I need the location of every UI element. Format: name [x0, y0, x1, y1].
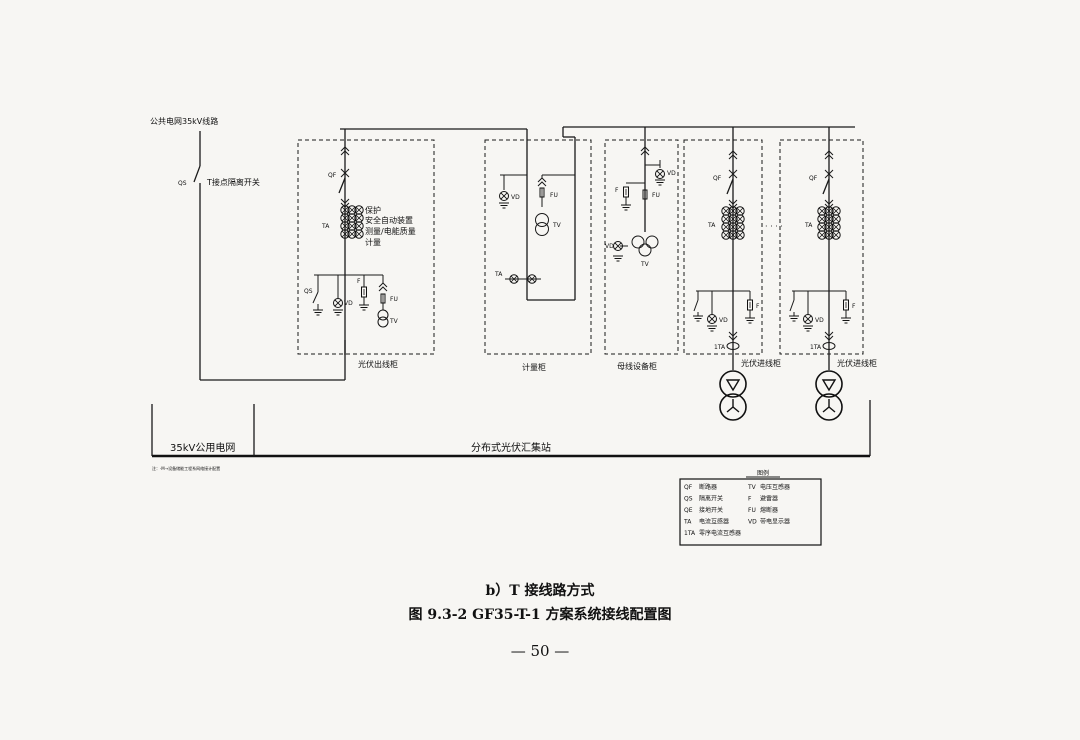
svg-text:F: F	[852, 303, 856, 310]
ct-label-measure: 测量/电能质量	[365, 226, 416, 236]
svg-text:QF: QF	[713, 175, 722, 182]
svg-text:TA: TA	[321, 223, 330, 230]
qs-tag: QS	[178, 180, 187, 187]
legend-symbol-desc: 电流互感器	[699, 518, 729, 526]
legend-symbol-code: TA	[683, 519, 692, 526]
cabinet-pv-in-2	[779, 139, 864, 355]
svg-text:VD: VD	[511, 194, 520, 201]
svg-text:TA: TA	[494, 271, 503, 278]
legend-symbol-code: QF	[684, 484, 693, 491]
svg-text:TV: TV	[389, 318, 399, 325]
svg-text:VD: VD	[605, 243, 614, 250]
svg-text:QS: QS	[304, 288, 313, 295]
legend-symbol-code: TV	[747, 484, 757, 491]
svg-text:1TA: 1TA	[714, 344, 726, 351]
svg-text:TV: TV	[640, 261, 650, 268]
cabinet-label-pv-in-2: 光伏进线柜	[837, 358, 877, 368]
cabinet-label-bus-equipment: 母线设备柜	[617, 361, 657, 371]
legend-symbol-desc: 零序电流互感器	[699, 529, 741, 537]
cabinet-metering	[484, 139, 592, 355]
legend-symbol-code: FU	[748, 507, 756, 514]
svg-text:VD: VD	[344, 300, 353, 307]
svg-text:VD: VD	[719, 317, 728, 324]
station-region-label: 分布式光伏汇集站	[471, 441, 551, 454]
legend-symbol-code: QS	[684, 496, 693, 503]
ct-label-protection: 保护	[365, 205, 381, 215]
grid-region-label: 35kV公用电网	[170, 441, 235, 454]
legend-symbol-code: QE	[684, 507, 693, 514]
svg-text:FU: FU	[652, 192, 660, 199]
legend-symbol-desc: 电压互感器	[760, 483, 790, 491]
figure-caption: 图 9.3-2 GF35-T-1 方案系统接线配置图	[408, 607, 672, 623]
grid-line-label: 公共电网35kV线路	[150, 116, 218, 126]
pv-unit-1	[719, 370, 747, 421]
cabinet-pv-in-1	[683, 139, 763, 355]
legend-title: 图例	[757, 469, 769, 477]
svg-text:TV: TV	[552, 222, 562, 229]
cabinet-bus-equipment	[604, 139, 679, 355]
cabinet-label-pv-out: 光伏出线柜	[358, 359, 398, 369]
svg-text:TA: TA	[804, 222, 813, 229]
t-isolator-blade	[193, 165, 201, 183]
ct-label-metering: 计量	[365, 237, 381, 247]
ct-label-auto: 安全自动装置	[365, 215, 413, 225]
cabinet-pv-out	[297, 139, 435, 355]
svg-text:VD: VD	[815, 317, 824, 324]
svg-text:VD: VD	[667, 170, 676, 177]
svg-text:QF: QF	[809, 175, 818, 182]
legend-symbol-code: 1TA	[684, 530, 696, 537]
legend-symbol-desc: 避雷器	[760, 495, 778, 503]
cabinet-label-pv-in-1: 光伏进线柜	[741, 358, 781, 368]
svg-text:FU: FU	[390, 296, 398, 303]
page-number: — 50 —	[510, 642, 570, 660]
t-switch-label: T接点隔离开关	[206, 177, 260, 187]
caption-subtitle: b）T 接线路方式	[485, 583, 595, 599]
legend-symbol-desc: 熔断器	[760, 506, 778, 514]
svg-text:F: F	[756, 303, 760, 310]
legend-symbol-code: F	[748, 496, 752, 503]
svg-text:· · · ·: · · · ·	[765, 222, 783, 231]
pv-unit-2	[815, 370, 843, 421]
svg-text:QF: QF	[328, 172, 337, 179]
legend-symbol-desc: 断路器	[699, 483, 717, 491]
svg-text:1TA: 1TA	[810, 344, 822, 351]
legend-symbol-code: VD	[748, 519, 757, 526]
legend-symbol-desc: 隔离开关	[699, 495, 723, 503]
svg-text:FU: FU	[550, 192, 558, 199]
note-text: 注：·M→设备储能工程系网络接计配置	[152, 465, 220, 471]
svg-text:F: F	[615, 187, 619, 194]
svg-text:F: F	[357, 278, 361, 285]
legend-symbol-desc: 带电显示器	[760, 518, 790, 526]
cabinet-label-metering: 计量柜	[522, 362, 546, 372]
svg-text:TA: TA	[707, 222, 716, 229]
legend-symbol-desc: 接地开关	[699, 506, 723, 514]
